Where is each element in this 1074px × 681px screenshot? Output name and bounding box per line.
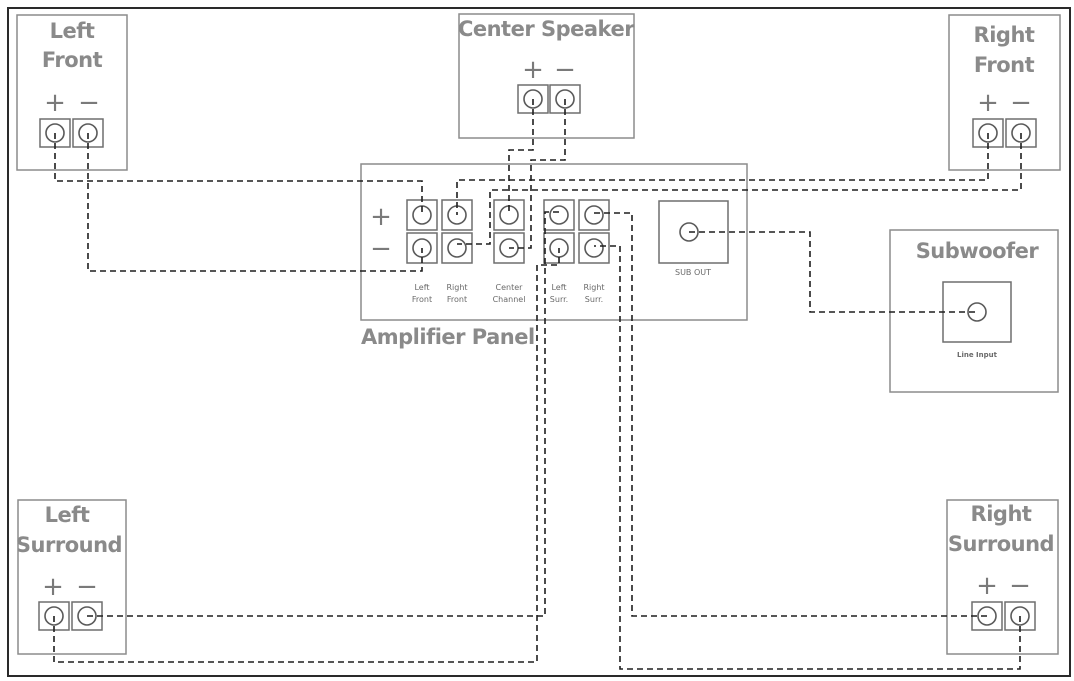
wire-left-front-plus xyxy=(54,133,423,215)
subwoofer: Subwoofer Line Input xyxy=(889,229,1059,393)
subwoofer-label: Subwoofer xyxy=(916,239,1040,263)
right-surround-minus-sign: − xyxy=(1009,571,1031,601)
left-surround-minus-sign: − xyxy=(76,572,98,602)
amp-channel-label-line1: Left xyxy=(414,283,429,292)
amp-channel-label-line1: Left xyxy=(551,283,566,292)
wire-left-surround-plus xyxy=(87,211,559,617)
wire-left-surround-minus xyxy=(53,248,560,663)
wire-right-front-minus xyxy=(457,133,1022,245)
left-front-label-line2: Front xyxy=(42,48,103,72)
amp-channel-label-line2: Channel xyxy=(493,295,526,304)
right-front-speaker: Right Front + − xyxy=(948,14,1061,171)
right-surround-plus-sign: + xyxy=(976,571,998,601)
amp-channel-label-line2: Front xyxy=(412,295,432,304)
amp-channel-label-line2: Front xyxy=(447,295,467,304)
wire-center-minus xyxy=(509,99,566,249)
wire-right-surround-minus xyxy=(594,245,1021,670)
wire-right-front-plus xyxy=(456,133,989,215)
right-front-plus-sign: + xyxy=(977,88,999,118)
amp-channel-label-line1: Right xyxy=(446,283,467,292)
center-minus-sign: − xyxy=(554,55,576,85)
left-front-plus-sign: + xyxy=(44,88,66,118)
amp-sub-out-label: SUB OUT xyxy=(675,268,711,277)
right-front-minus-sign: − xyxy=(1010,88,1032,118)
amp-plus-sign: + xyxy=(370,202,392,232)
amp-channel-label-line1: Center xyxy=(496,283,524,292)
right-surround-label-line2: Surround xyxy=(948,532,1054,556)
amplifier-panel: + − Left Front Right Front Center Channe… xyxy=(360,163,748,321)
right-front-label-line1: Right xyxy=(974,23,1035,47)
left-front-speaker: Left Front + − xyxy=(16,14,128,171)
left-surround-label-line1: Left xyxy=(45,503,90,527)
subwoofer-line-input-jack xyxy=(967,302,987,322)
amp-channel-label-line2: Surr. xyxy=(585,295,603,304)
amp-left-surr-plus-terminal xyxy=(543,199,575,231)
subwoofer-line-input-label: Line Input xyxy=(957,351,998,359)
center-plus-sign: + xyxy=(522,55,544,85)
amp-minus-sign: − xyxy=(370,234,392,264)
right-surround-speaker: Right Surround + − xyxy=(946,499,1059,655)
right-surround-label-line1: Right xyxy=(971,502,1032,526)
wiring xyxy=(53,99,1022,670)
right-front-label-line2: Front xyxy=(974,53,1035,77)
left-surround-speaker: Left Surround + − xyxy=(16,499,127,655)
wire-left-front-minus xyxy=(87,133,423,272)
amp-channel-label-line2: Surr. xyxy=(550,295,568,304)
center-speaker-label: Center Speaker xyxy=(458,17,635,41)
left-surround-label-line2: Surround xyxy=(16,533,122,557)
wire-center-plus xyxy=(508,99,534,215)
center-speaker: Center Speaker + − xyxy=(458,13,636,139)
left-surround-plus-sign: + xyxy=(42,572,64,602)
amplifier-panel-label: Amplifier Panel xyxy=(361,325,535,349)
left-front-minus-sign: − xyxy=(78,88,100,118)
wire-sub-out xyxy=(689,231,977,313)
left-front-label-line1: Left xyxy=(50,19,95,43)
diagram-frame xyxy=(7,7,1071,677)
amp-channel-label-line1: Right xyxy=(583,283,604,292)
